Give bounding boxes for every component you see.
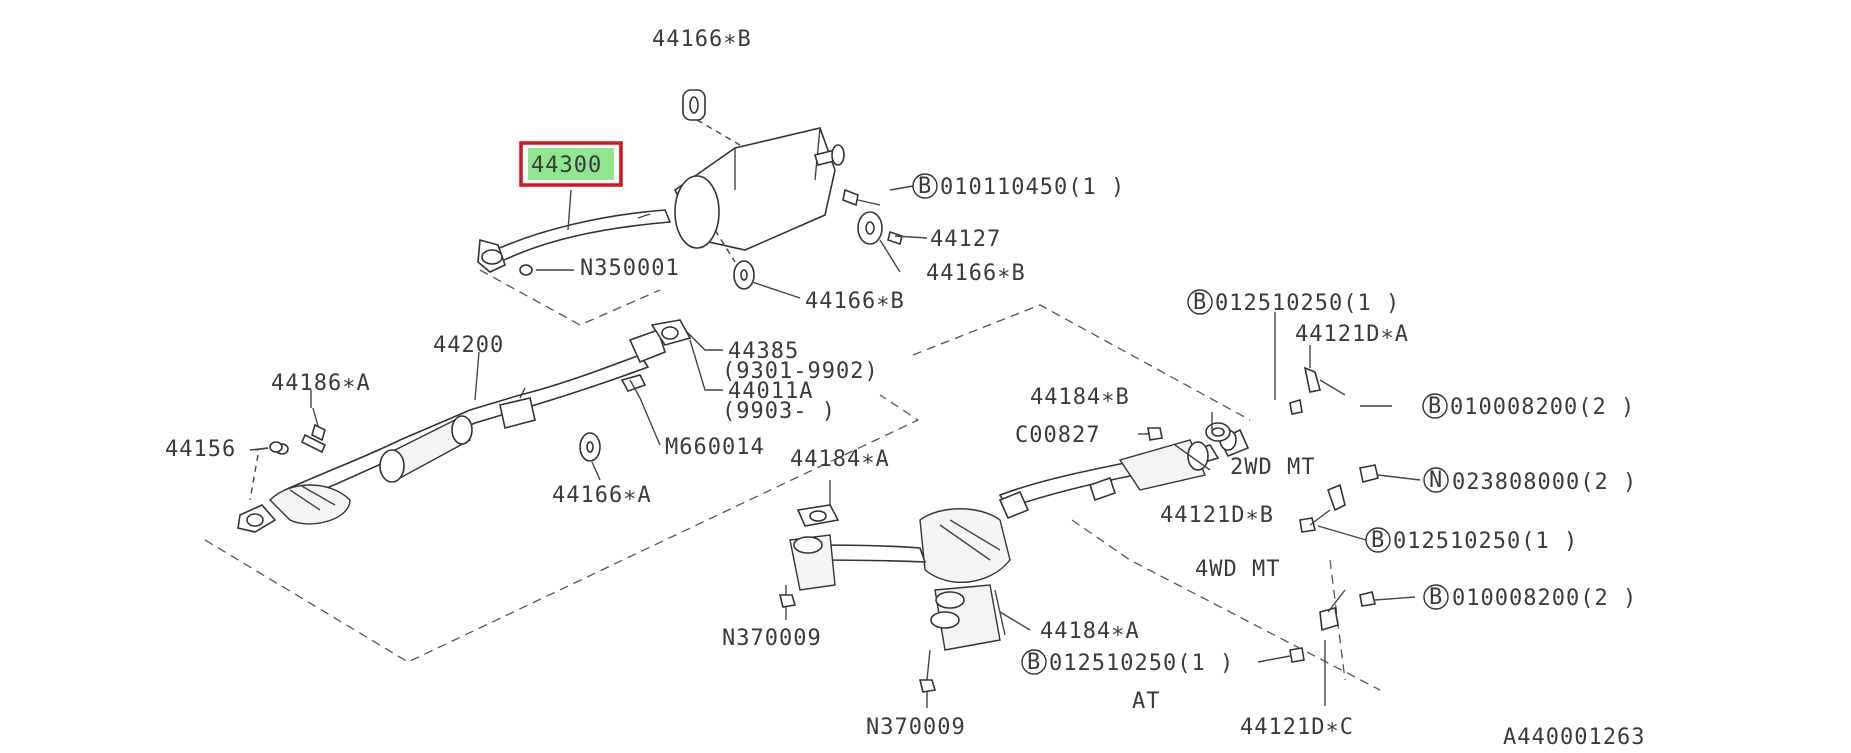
part-label-44184a-low[interactable]: 44184∗A bbox=[1040, 619, 1140, 644]
front-pipe-drawing bbox=[237, 319, 692, 533]
part-label-44166b-top[interactable]: 44166∗B bbox=[652, 27, 752, 52]
part-label-44184a-top[interactable]: 44184∗A bbox=[790, 447, 890, 472]
part-label-44127[interactable]: 44127 bbox=[930, 227, 1001, 252]
circled-b-symbol: B bbox=[1365, 527, 1391, 553]
leader-lines bbox=[249, 185, 1421, 708]
part-label-m660014[interactable]: M660014 bbox=[665, 435, 765, 460]
part-label-010110450[interactable]: 010110450(1 ) bbox=[940, 175, 1125, 200]
center-pipe-group-outline bbox=[912, 304, 1251, 421]
circled-b-symbol: B bbox=[1423, 584, 1449, 610]
part-label-010008200-top[interactable]: 010008200(2 ) bbox=[1450, 395, 1635, 420]
center-pipe-drawing bbox=[778, 366, 1379, 693]
part-label-010008200-low[interactable]: 010008200(2 ) bbox=[1452, 586, 1637, 611]
part-label-44385-range: (9301-9902) bbox=[722, 359, 879, 384]
circled-b-symbol: B bbox=[912, 173, 938, 199]
part-label-44156[interactable]: 44156 bbox=[165, 437, 236, 462]
muffler-group-outline bbox=[479, 269, 661, 326]
part-label-023808000[interactable]: 023808000(2 ) bbox=[1452, 470, 1637, 495]
part-label-012510250-top[interactable]: 012510250(1 ) bbox=[1215, 291, 1400, 316]
svg-text:N: N bbox=[1429, 468, 1443, 493]
part-label-44300[interactable]: 44300 bbox=[531, 153, 602, 178]
part-label-012510250-mid[interactable]: 012510250(1 ) bbox=[1393, 529, 1578, 554]
part-label-44166b-mid[interactable]: 44166∗B bbox=[926, 261, 1026, 286]
circled-b-symbol: B bbox=[1422, 393, 1448, 419]
variant-label-2wd-mt: 2WD MT bbox=[1230, 455, 1315, 480]
part-label-44121d-c[interactable]: 44121D∗C bbox=[1240, 715, 1354, 740]
svg-text:B: B bbox=[1371, 528, 1385, 553]
transmission-group-outline bbox=[1071, 519, 1381, 691]
part-label-n350001[interactable]: N350001 bbox=[580, 256, 680, 281]
svg-text:B: B bbox=[918, 174, 932, 199]
part-label-44166a[interactable]: 44166∗A bbox=[552, 483, 652, 508]
part-label-44184b[interactable]: 44184∗B bbox=[1030, 385, 1130, 410]
svg-text:B: B bbox=[1429, 585, 1443, 610]
variant-label-at: AT bbox=[1132, 689, 1161, 714]
part-label-n370009-bottom[interactable]: N370009 bbox=[866, 715, 966, 740]
part-label-c00827[interactable]: C00827 bbox=[1015, 423, 1100, 448]
part-label-n370009-left[interactable]: N370009 bbox=[722, 626, 822, 651]
part-label-44385[interactable]: 44385 bbox=[728, 339, 799, 364]
selected-part-highlight bbox=[528, 148, 614, 180]
svg-text:B: B bbox=[1428, 394, 1442, 419]
part-label-44166b-low[interactable]: 44166∗B bbox=[805, 289, 905, 314]
part-label-44186a[interactable]: 44186∗A bbox=[271, 371, 371, 396]
part-label-44011a[interactable]: 44011A bbox=[728, 379, 813, 404]
svg-text:B: B bbox=[1193, 290, 1207, 315]
muffler-assembly-drawing bbox=[477, 89, 903, 290]
part-label-012510250-low[interactable]: 012510250(1 ) bbox=[1049, 651, 1234, 676]
part-label-44121d-b[interactable]: 44121D∗B bbox=[1160, 503, 1274, 528]
selected-part-frame bbox=[519, 141, 623, 187]
svg-text:B: B bbox=[1027, 650, 1041, 675]
part-label-44200[interactable]: 44200 bbox=[433, 333, 504, 358]
circled-b-symbol: B bbox=[1021, 649, 1047, 675]
figure-code: A440001263 bbox=[1503, 725, 1645, 748]
circled-b-symbol: B bbox=[1187, 289, 1213, 315]
variant-label-4wd-mt: 4WD MT bbox=[1195, 557, 1280, 582]
circled-n-symbol: N bbox=[1423, 467, 1449, 493]
part-label-44011a-range: (9903- ) bbox=[722, 399, 836, 424]
part-label-44121d-a[interactable]: 44121D∗A bbox=[1295, 322, 1409, 347]
